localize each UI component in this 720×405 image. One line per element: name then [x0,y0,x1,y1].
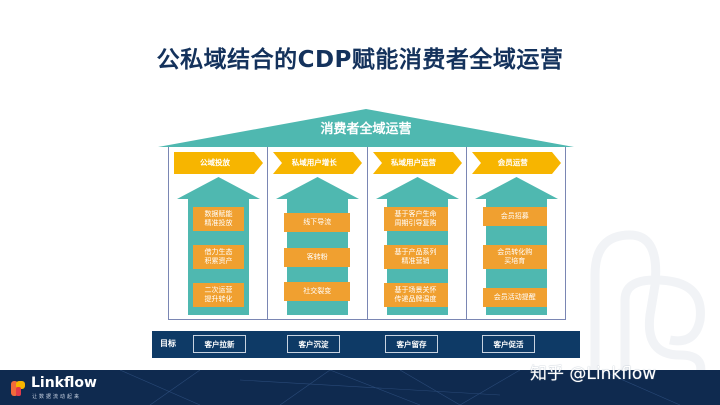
chevron-shape [372,152,462,174]
pillar-item: 基于产品系列 精准营销 [383,245,448,269]
roof-label: 消费者全域运营 [320,122,412,137]
pillar-header: 公域投放 [200,158,230,167]
roof-shape [158,109,574,147]
pillar-header: 会员运营 [497,158,528,167]
pillar-private-operation: 私域用户运营 基于客户生命 周期引导复购 基于产品系列 精准营销 基于场景关怀 … [368,147,467,319]
pillar-item: 社交裂变 [284,282,351,301]
linkflow-logo-icon [11,381,25,396]
goals-bar: 目标 客户拉新 客户沉淀 客户留存 客户促活 [152,331,580,358]
pillar-item: 客转粉 [284,247,351,267]
goal-activation: 客户促活 [482,335,535,353]
pillar-item: 基于客户生命 周期引导复购 [383,207,448,231]
zhihu-watermark: 知乎 @Linkflow [530,364,657,384]
goal-acquisition: 客户拉新 [193,335,246,353]
pillar-membership: 会员运营 会员招募 会员转化购 买培育 会员活动提醒 [467,147,565,319]
goal-retention: 客户留存 [385,335,438,353]
pillar-item: 会员活动提醒 [482,288,547,307]
pillar-item: 数据赋能 精准投放 [193,207,244,231]
footer-bar: Linkflow 让数据流动起来 [0,370,720,405]
pillar-item: 二次运营 提升转化 [193,283,244,307]
pillar-item: 会员转化购 买培育 [482,245,547,269]
chevron-shape [273,152,363,174]
pillar-item: 基于场景关怀 传递品牌温度 [383,283,448,307]
pillar-public-domain: 公域投放 数据赋能 精准投放 借力生态 积累资产 二次运营 提升转化 [169,147,269,319]
pillar-item: 借力生态 积累资产 [193,245,244,269]
brand-slogan: 让数据流动起来 [32,394,82,400]
pillar-private-growth: 私域用户增长 线下导流 客转粉 社交裂变 [268,147,368,319]
pillar-header: 私域用户增长 [291,158,337,167]
goal-retention-deposit: 客户沉淀 [287,335,340,353]
pillar-item: 会员招募 [482,207,547,226]
pillar-item: 线下导流 [284,213,351,232]
brand-name: Linkflow [31,375,97,391]
up-arrow-icon [276,177,360,315]
goals-label: 目标 [160,339,176,348]
linkflow-watermark-icon [590,230,706,375]
network-background-pattern [119,370,681,405]
pillar-header: 私域用户运营 [391,158,436,167]
chevron-shape [174,152,263,174]
chevron-shape [471,152,561,174]
page-title: 公私域结合的CDP赋能消费者全域运营 [156,47,564,73]
pillars-container: 公域投放 数据赋能 精准投放 借力生态 积累资产 二次运营 提升转化 私域用户增… [168,147,566,320]
